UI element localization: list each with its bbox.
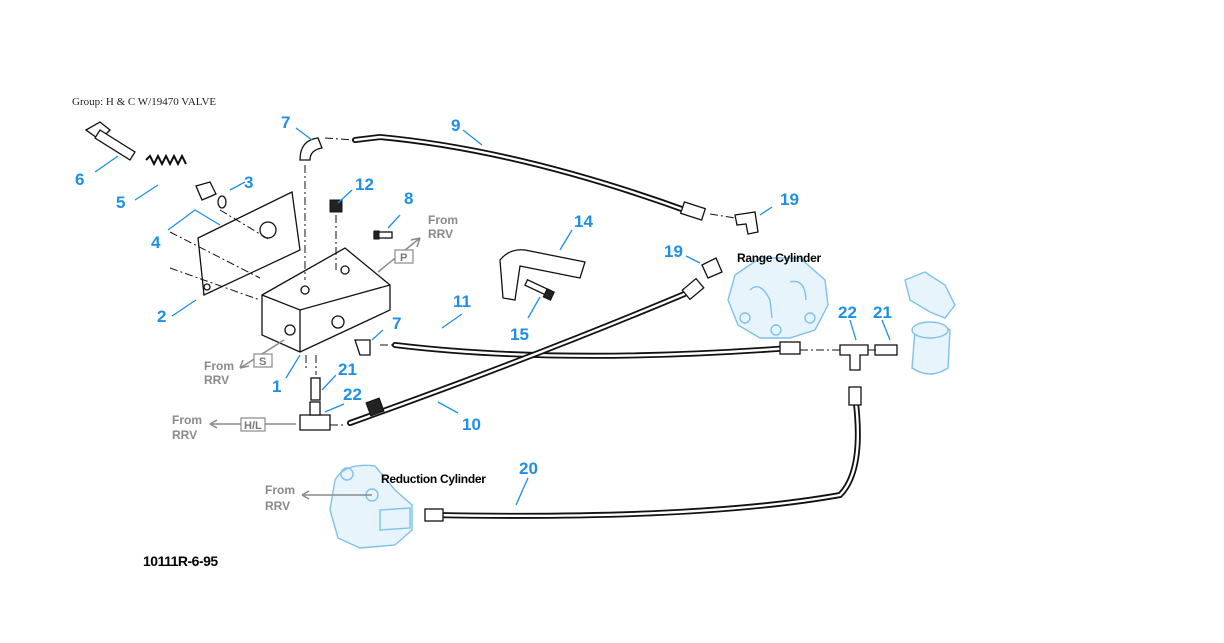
svg-text:From: From <box>265 483 295 497</box>
callout-21-right: 21 <box>873 303 892 322</box>
plug-12 <box>329 199 343 213</box>
spring-5 <box>145 153 187 167</box>
source-reduction: From RRV <box>265 483 372 513</box>
svg-text:RRV: RRV <box>265 499 290 513</box>
callout-6: 6 <box>75 170 84 189</box>
callout-15: 15 <box>510 325 529 344</box>
source-port-p: From RRV P <box>377 213 458 273</box>
plunger-6 <box>84 121 136 161</box>
svg-text:From: From <box>428 213 458 227</box>
callout-2: 2 <box>157 307 166 326</box>
callout-8: 8 <box>404 189 413 208</box>
callout-10: 10 <box>462 415 481 434</box>
bracket-14 <box>499 249 586 301</box>
callout-9: 9 <box>451 116 460 135</box>
svg-text:P: P <box>400 252 407 264</box>
callout-5: 5 <box>116 193 125 212</box>
hose-20 <box>424 386 862 522</box>
callout-leaders <box>94 127 891 506</box>
elbow-19-left <box>701 257 723 279</box>
drawing-id: 10111R-6-95 <box>143 553 218 569</box>
callout-20: 20 <box>519 459 538 478</box>
callout-7-top: 7 <box>281 113 290 132</box>
tee-22-right <box>839 344 869 371</box>
svg-text:RRV: RRV <box>428 227 453 241</box>
callout-22-right: 22 <box>838 303 857 322</box>
hose-11 <box>392 341 801 359</box>
elbow-7-lower <box>354 339 371 356</box>
callout-21-left: 21 <box>338 360 357 379</box>
svg-text:From: From <box>172 413 202 427</box>
svg-text:RRV: RRV <box>204 373 229 387</box>
callout-4: 4 <box>151 233 161 252</box>
svg-text:S: S <box>259 356 266 368</box>
valve-body-1 <box>261 247 391 353</box>
callout-11: 11 <box>453 292 471 311</box>
tee-22-left <box>299 401 331 431</box>
elbow-19-top <box>734 211 759 235</box>
callout-22-left: 22 <box>343 385 362 404</box>
valve-cover-plate-2 <box>197 191 301 296</box>
callout-19-top: 19 <box>780 190 799 209</box>
reduction-cylinder-label: Reduction Cylinder <box>381 472 486 486</box>
svg-text:H/L: H/L <box>244 420 262 432</box>
nipple-21-right <box>874 344 898 356</box>
reduction-cylinder-outline <box>329 464 413 549</box>
source-port-hl: From RRV H/L <box>172 413 296 442</box>
plug-4 <box>195 181 227 209</box>
source-port-s: From RRV S <box>204 339 285 387</box>
callout-3: 3 <box>244 173 253 192</box>
callout-19-left: 19 <box>664 242 683 261</box>
bolt-15 <box>524 278 555 301</box>
elbow-7-top <box>299 137 323 161</box>
hose-10 <box>347 277 705 426</box>
svg-text:From: From <box>204 359 234 373</box>
hose-9 <box>352 133 707 221</box>
group-title: Group: H & C W/19470 VALVE <box>72 96 217 108</box>
assembly-lines <box>169 137 876 426</box>
callout-12: 12 <box>355 175 374 194</box>
nipple-21-left <box>310 377 321 401</box>
callout-14: 14 <box>574 212 593 231</box>
svg-text:RRV: RRV <box>172 428 197 442</box>
range-cylinder-outline <box>727 257 829 339</box>
callout-labels: 1 2 3 4 5 6 7 7 8 9 10 11 12 14 15 19 19… <box>75 113 892 478</box>
callout-7-lower: 7 <box>392 314 401 333</box>
screw-8 <box>373 230 393 240</box>
range-cylinder-label: Range Cylinder <box>737 251 821 265</box>
callout-1: 1 <box>272 377 281 396</box>
range-cylinder-fitting <box>904 271 956 375</box>
